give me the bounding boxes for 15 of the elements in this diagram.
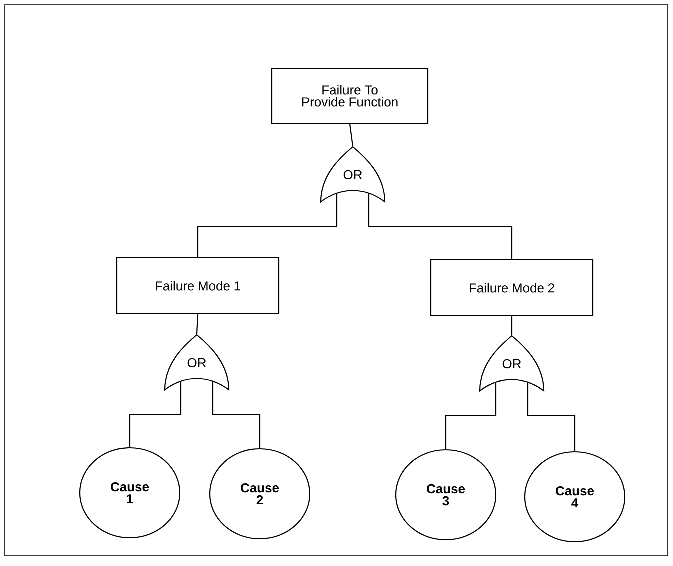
connector-line — [212, 392, 261, 448]
event-box: Failure Mode 1 — [116, 257, 280, 315]
connector-line — [197, 204, 338, 258]
connector-line — [527, 392, 576, 452]
or-gate: OR — [164, 334, 230, 391]
connector-line — [196, 314, 199, 334]
or-gate: OR — [479, 335, 545, 392]
connector-line — [445, 392, 497, 450]
or-gate: OR — [320, 146, 386, 203]
connector-line — [511, 316, 513, 336]
event-box: Failure To Provide Function — [271, 68, 429, 124]
connector-line — [129, 392, 182, 448]
event-box: Failure Mode 2 — [430, 259, 594, 317]
connector-line — [349, 124, 354, 147]
connector-line — [368, 204, 513, 260]
